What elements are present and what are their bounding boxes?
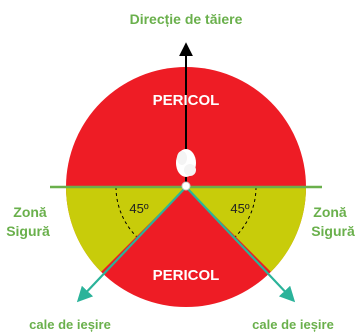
angle-right-label: 45º xyxy=(230,201,249,216)
exit-right-label: cale de ieșire xyxy=(252,317,334,332)
exit-arrow-right xyxy=(185,186,296,303)
angle-arc-right xyxy=(235,186,257,237)
exit-left-label: cale de ieșire xyxy=(29,317,111,332)
exit-arrow-left xyxy=(76,186,187,303)
direction-label: Direcție de tăiere xyxy=(130,11,243,27)
angle-arc-left xyxy=(115,186,137,237)
danger-bottom-label: PERICOL xyxy=(153,267,220,284)
safe-zone-left-line2: Sigură xyxy=(6,223,50,239)
tree-icon xyxy=(176,149,196,191)
safe-zone-right-wedge xyxy=(186,187,307,272)
safe-zone-left-line1: Zonă xyxy=(13,204,47,220)
danger-top-label: PERICOL xyxy=(153,92,220,109)
angle-left-label: 45º xyxy=(129,201,148,216)
safe-zone-left-wedge xyxy=(65,187,186,272)
safe-zone-right-line1: Zonă xyxy=(313,204,347,220)
safe-zone-right-line2: Sigură xyxy=(311,223,355,239)
